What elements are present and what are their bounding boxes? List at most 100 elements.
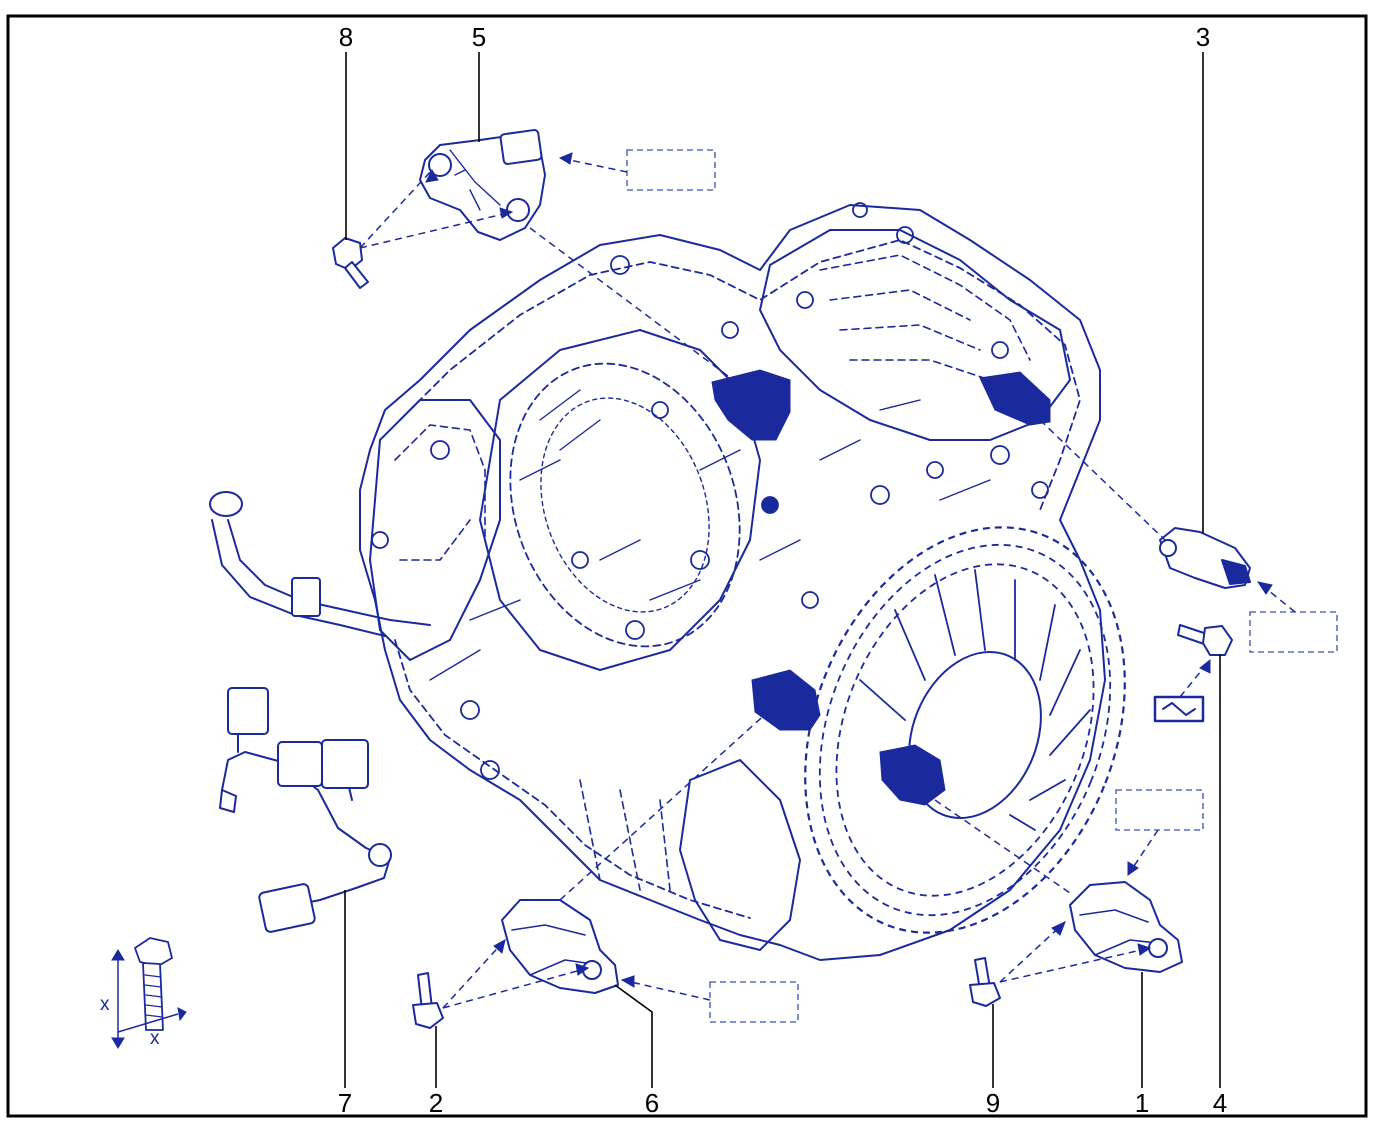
harness-grommet xyxy=(368,843,392,867)
part-4-bolt-head xyxy=(1202,625,1233,656)
reference-box-part-3 xyxy=(1249,611,1338,653)
lower-bracket xyxy=(679,759,801,951)
dimension-arrow-top xyxy=(111,949,125,961)
arrow-housing-to-part-6 xyxy=(559,709,771,901)
reference-box-part-1 xyxy=(1115,789,1204,831)
left-cover-dashes xyxy=(394,424,486,561)
lower-bracket-dashes xyxy=(579,779,671,891)
arrow-refbox-to-part-1 xyxy=(1127,829,1159,876)
harness-cable-main xyxy=(221,751,391,906)
part-2-bolt xyxy=(412,972,444,1029)
vent-tube xyxy=(209,491,431,637)
part-9-bolt-head xyxy=(969,982,1001,1007)
arrow-part-9-to-part-1-a xyxy=(999,921,1066,983)
callout-leaders xyxy=(344,52,1221,1088)
part-8-bolt xyxy=(332,237,369,289)
callout-8: 8 xyxy=(339,22,353,52)
converter-spokes xyxy=(859,569,1091,831)
part-7-wiring-harness xyxy=(219,687,392,933)
callout-5: 5 xyxy=(472,22,486,52)
part-3-connector xyxy=(1221,559,1251,585)
part-3-mount-hole xyxy=(1159,539,1177,557)
part-6-sensor-body xyxy=(501,899,619,994)
assembly-arrowheads xyxy=(425,152,1273,988)
arrow-part-8-to-part-5-b xyxy=(359,211,513,249)
callout-2: 2 xyxy=(429,1088,443,1118)
mount-block-center xyxy=(751,669,821,731)
vent-tube-hose-outline xyxy=(211,519,386,637)
center-housing-ring xyxy=(509,362,741,648)
arrow-part-2-to-part-6-b xyxy=(442,967,589,1009)
arrow-part-8-to-part-5-a xyxy=(359,169,433,249)
harness-connector-1 xyxy=(227,687,269,735)
assembly-arrows xyxy=(359,157,1296,1009)
solid-mount-blocks xyxy=(711,369,1051,806)
part-5-connector xyxy=(499,129,543,165)
arrow-part-9-to-part-1-b xyxy=(999,947,1151,983)
housing-bolt-bosses xyxy=(371,202,1049,780)
arrow-converter-to-part-1 xyxy=(934,799,1071,894)
mount-block-converter xyxy=(879,744,946,806)
valve-body-detail xyxy=(819,254,1031,381)
part-1-sensor-body xyxy=(1069,881,1183,973)
harness-connector-2 xyxy=(277,741,323,787)
dimension-arrow-bottom xyxy=(111,1037,125,1049)
callout-numbers: 8 5 3 7 2 6 9 1 4 xyxy=(338,22,1227,1118)
mount-block-upper-right xyxy=(979,371,1051,426)
part-1-mount-hole xyxy=(1148,938,1168,958)
part-9-bolt xyxy=(969,957,1001,1007)
torque-spec-wave xyxy=(1162,702,1196,716)
torque-converter-rim-2 xyxy=(818,543,1112,917)
vent-tube-cap xyxy=(209,491,243,517)
reference-box-part-5 xyxy=(626,149,716,191)
housing-dashed-contour xyxy=(399,239,1081,511)
transmission-housing-outline xyxy=(359,204,1106,961)
torque-converter-rim-3 xyxy=(835,563,1095,897)
torque-spec-symbol xyxy=(1153,695,1205,723)
harness-connector-3 xyxy=(321,739,369,789)
part-5-body-lines xyxy=(449,149,501,211)
callout-6: 6 xyxy=(645,1088,659,1118)
part-5-speed-sensor xyxy=(419,129,546,241)
callout-4: 4 xyxy=(1213,1088,1227,1118)
mount-block-upper-center xyxy=(711,369,791,441)
diagram-frame xyxy=(6,14,1368,1118)
arrow-housing-to-part-3 xyxy=(1039,419,1166,541)
dimension-bolt-threads xyxy=(144,974,163,1018)
arrow-refbox-to-part-6 xyxy=(621,979,711,1001)
dimension-label-horizontal: x xyxy=(150,1028,160,1049)
leader-6 xyxy=(614,984,653,1088)
center-gear-housing xyxy=(479,329,761,671)
torque-spec-frame xyxy=(1153,695,1205,723)
callout-9: 9 xyxy=(986,1088,1000,1118)
callout-1: 1 xyxy=(1135,1088,1149,1118)
dimension-line-horizontal xyxy=(117,1013,179,1033)
arrow-part-2-to-part-6-a xyxy=(442,939,506,1009)
callout-7: 7 xyxy=(338,1088,352,1118)
part-6-sensor xyxy=(501,899,619,994)
part-5-mount-hole-1 xyxy=(428,153,452,177)
part-2-bolt-head xyxy=(412,1002,444,1029)
dimension-arrow-right xyxy=(177,1007,187,1022)
part-8-bolt-head xyxy=(332,237,363,271)
part-5-mount-hole-2 xyxy=(506,198,530,222)
part-4-bolt xyxy=(1177,624,1233,656)
harness-connector-4 xyxy=(258,883,316,933)
converter-center-bolt xyxy=(762,497,778,513)
vent-tube-clip xyxy=(291,577,321,617)
dimension-label-vertical: x xyxy=(100,994,110,1015)
callout-3: 3 xyxy=(1196,22,1210,52)
bolt-dimension-symbol: x x xyxy=(100,937,187,1049)
reference-box-part-6 xyxy=(709,981,799,1023)
center-housing-ring-inner xyxy=(540,397,710,613)
vent-tube-hose xyxy=(227,519,431,626)
transmission-assembly xyxy=(359,202,1106,961)
dimension-bolt-head xyxy=(134,937,173,967)
part-8-bolt-shank xyxy=(344,261,369,289)
left-side-cover xyxy=(369,399,501,661)
part-1-sensor xyxy=(1069,881,1183,973)
reference-boxes xyxy=(626,149,1338,1023)
harness-clip xyxy=(219,789,237,813)
torque-converter-hub xyxy=(908,650,1042,820)
